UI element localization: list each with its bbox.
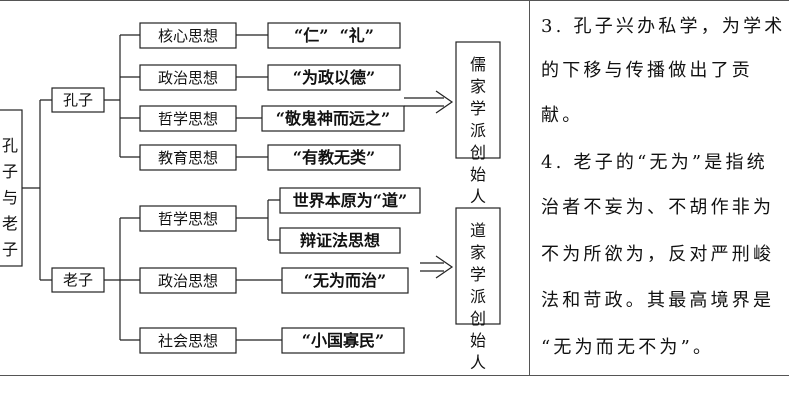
frame-divider [529,0,530,376]
content-label: “敬鬼神而远之” [276,109,390,128]
note-line: 3. 孔子兴办私学，为学术 [541,16,786,37]
note-line: 的下移与传播做出了贡 [541,60,753,81]
kongzi-result-label: 儒家学派创始人 [470,55,486,206]
laozi-result-label: 道家学派创始人 [470,221,486,372]
frame-bottom-border [0,375,789,376]
root-label: 孔子与老子 [2,136,18,259]
category-label: 核心思想 [158,27,218,45]
laozi-node: 老子 [51,267,105,293]
root-node: 孔子与老子 [0,109,23,267]
page-frame [0,0,789,376]
connector-lines [22,34,454,341]
note-line: “无为而无不为”。 [541,337,715,358]
category-label: 政治思想 [158,69,218,87]
note-line: 4. 老子的“无为”是指统 [541,152,768,173]
kongzi-result-node: 儒家学派创始人 [455,41,501,206]
content-label: 世界本原为“道” [293,191,407,210]
category-label: 社会思想 [158,332,218,350]
kongzi-branch-1: 核心思想 “仁” “礼” [139,22,401,49]
laozi-result-node: 道家学派创始人 [455,207,501,372]
frame-top-border [0,0,789,1]
category-label: 政治思想 [158,272,218,290]
kongzi-node: 孔子 [51,87,105,113]
kongzi-branch-3: 哲学思想 “敬鬼神而远之” [139,105,405,132]
laozi-society: 社会思想 “小国寡民” [139,327,405,354]
note-line: 法和苛政。其最高境界是 [541,290,775,311]
content-label: “仁” “礼” [294,26,374,45]
note-line: 献。 [541,105,584,126]
kongzi-branch-4: 教育思想 “有教无类” [139,144,401,171]
mind-map-diagram: 孔子与老子 孔子 核心思想 “仁” “礼” 政治思想 “为政以德” 哲学思想 “… [0,22,501,372]
laozi-politics: 政治思想 “无为而治” [139,267,409,294]
content-label: “无为而治” [304,271,386,290]
content-label: “为政以德” [293,68,375,87]
category-label: 哲学思想 [158,210,218,228]
content-label: 辩证法思想 [300,231,380,250]
kongzi-branch-2: 政治思想 “为政以德” [139,64,401,91]
content-label: “小国寡民” [302,331,384,350]
laozi-philosophy: 哲学思想 世界本原为“道” 辩证法思想 [139,187,421,254]
note-line: 不为所欲为，反对严刑峻 [541,244,775,265]
category-label: 教育思想 [158,149,218,167]
notes-panel: 3. 孔子兴办私学，为学术 的下移与传播做出了贡 献。 4. 老子的“无为”是指… [533,0,789,376]
laozi-label: 老子 [63,271,93,289]
category-label: 哲学思想 [158,110,218,128]
kongzi-label: 孔子 [63,91,93,109]
note-line: 治者不妄为、不胡作非为 [541,197,775,218]
content-label: “有教无类” [293,148,375,167]
